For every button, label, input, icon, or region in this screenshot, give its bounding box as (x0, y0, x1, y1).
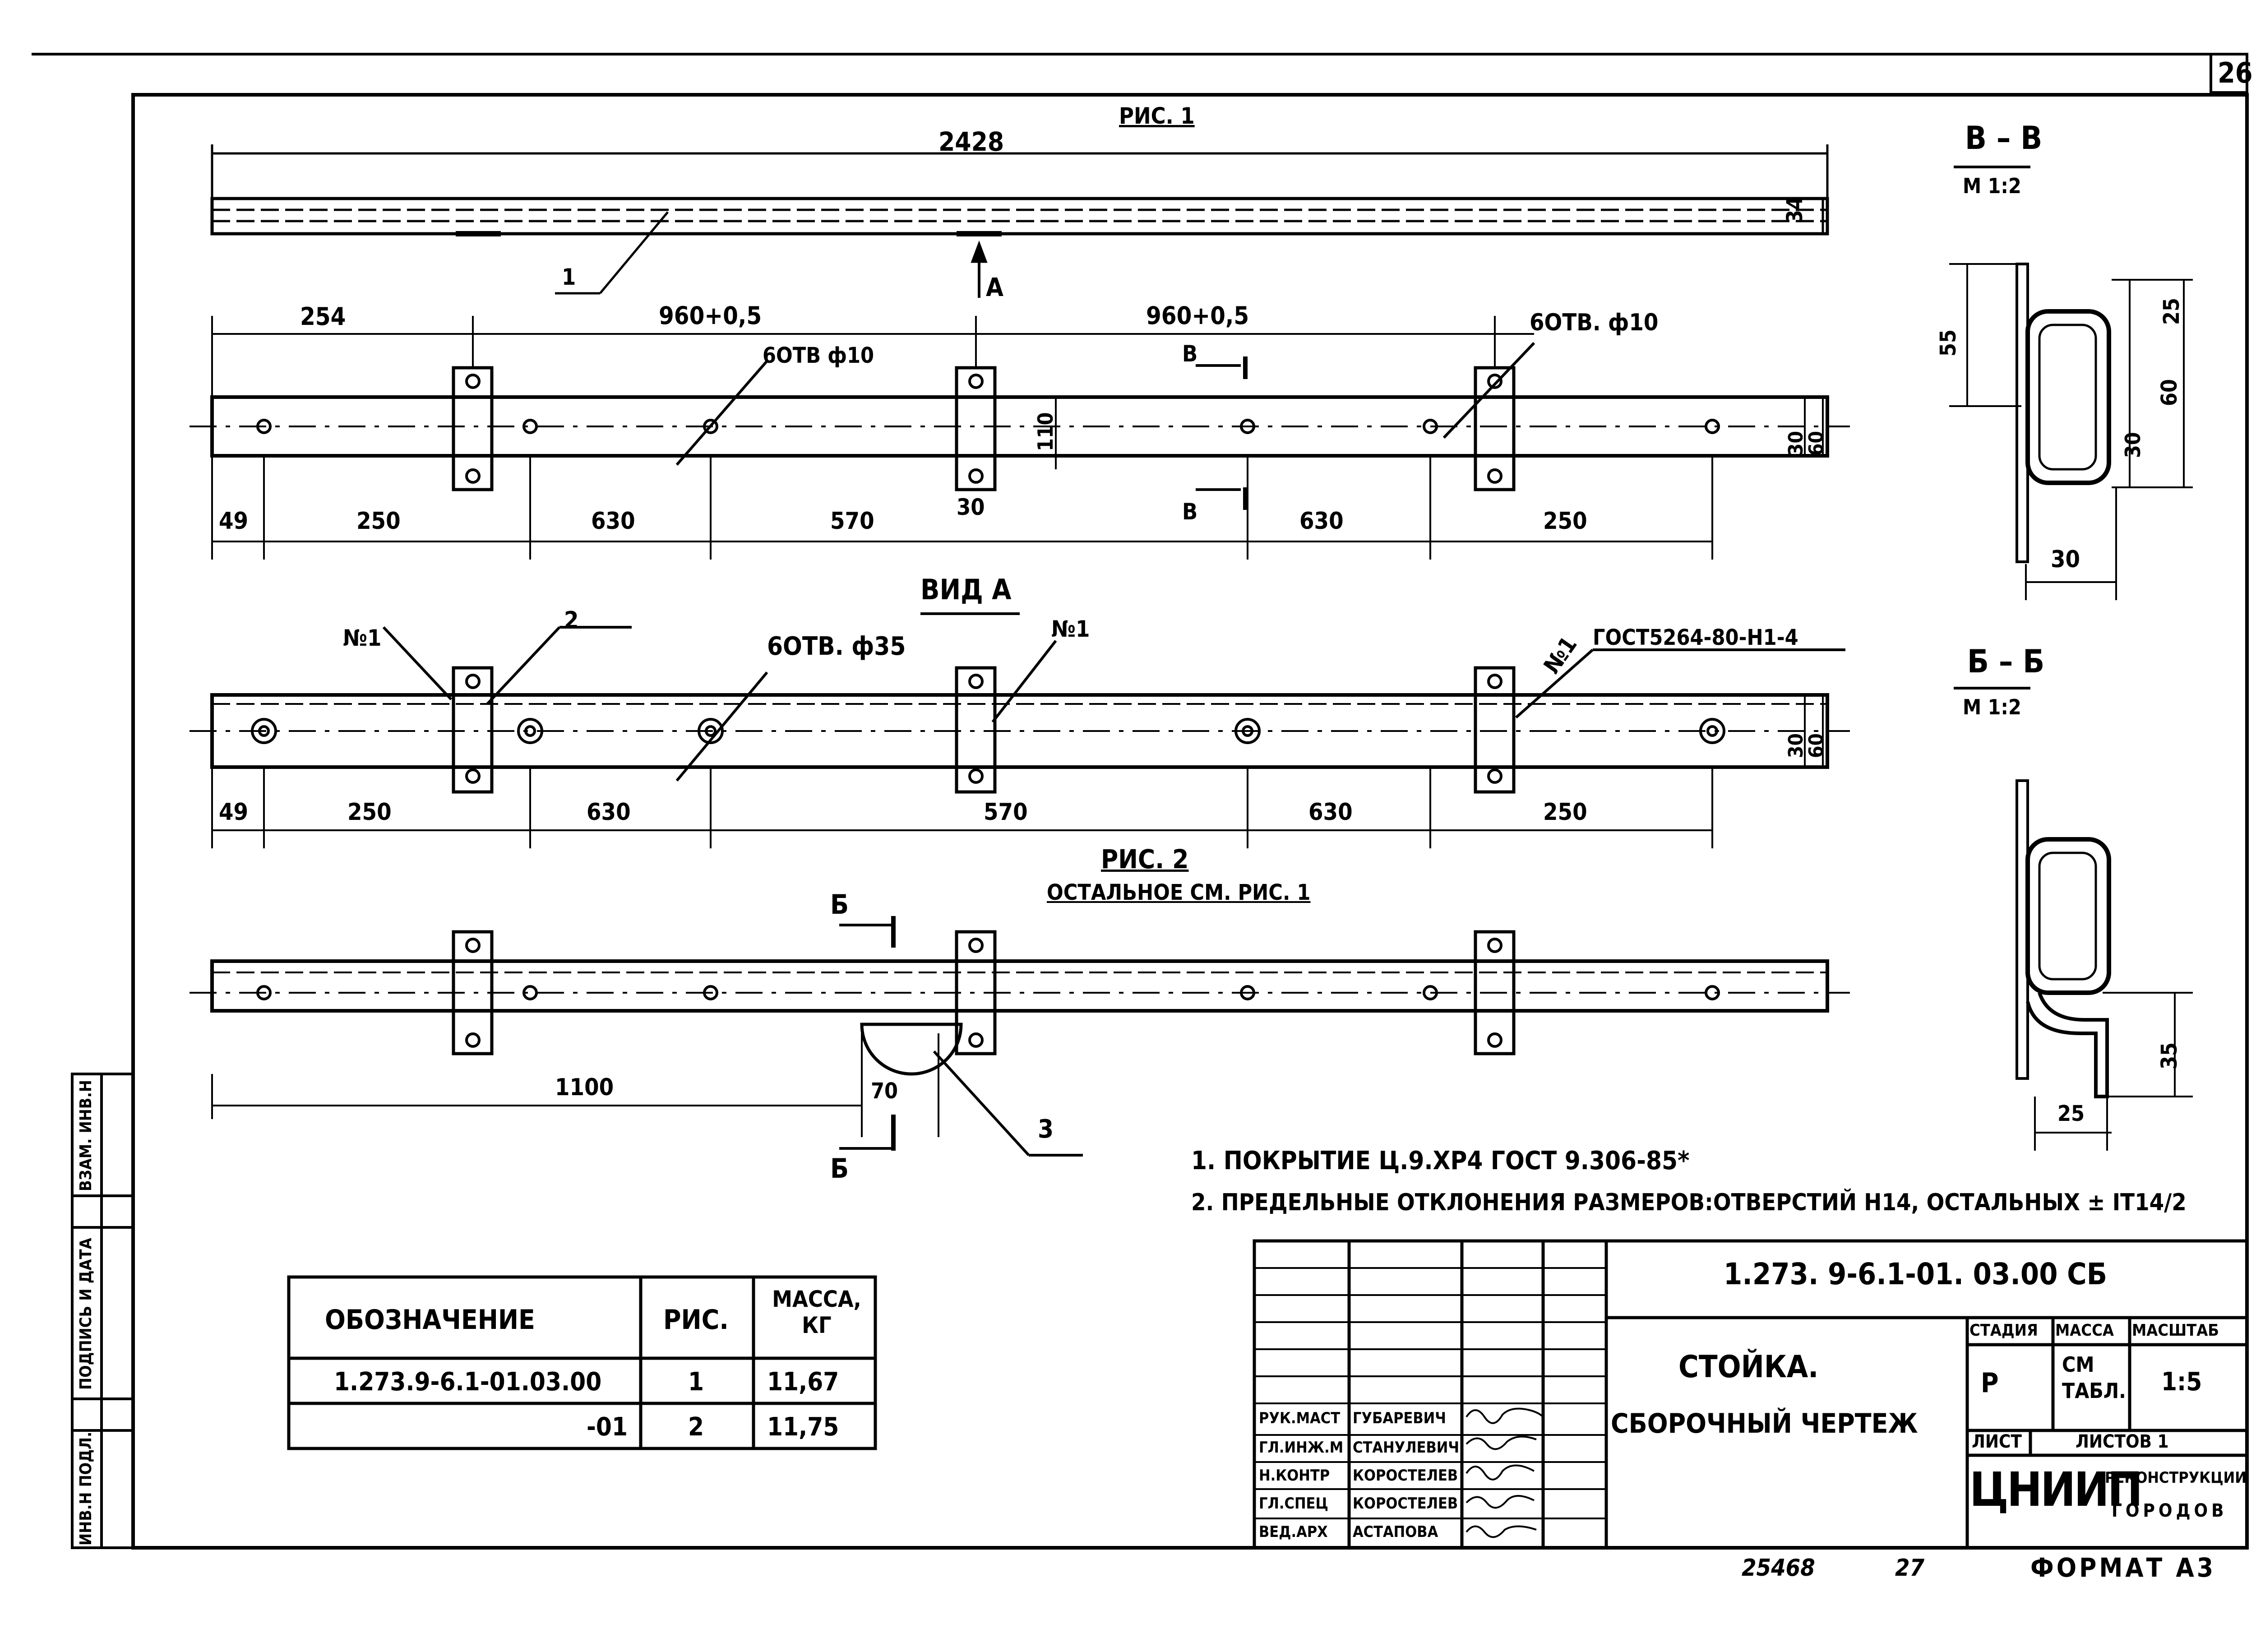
section-bb-title: Б – Б (1967, 643, 2045, 680)
figure2-title: РИС. 2 (1101, 844, 1189, 875)
fig1-dim-30-b: 30 (957, 494, 985, 520)
viewa-dim-630-b: 630 (1308, 799, 1353, 826)
section-vv-scale: М 1:2 (1963, 174, 2021, 198)
section-vv-title: В – В (1965, 120, 2043, 157)
spec-row2-fig: 2 (688, 1412, 704, 1442)
spec-header-fig: РИС. (663, 1304, 729, 1336)
bb-dim-25: 25 (2057, 1101, 2085, 1126)
org-logo: ЦНИИП (1969, 1462, 2143, 1517)
viewa-dim-250-a: 250 (347, 799, 392, 826)
callout-2: 2 (564, 607, 579, 634)
section-bb-mark-top: Б (830, 889, 849, 921)
sig-role-3: Н.КОНТР (1259, 1467, 1330, 1485)
note-2: 2. ПРЕДЕЛЬНЫЕ ОТКЛОНЕНИЯ РАЗМЕРОВ:ОТВЕРС… (1191, 1189, 2187, 1216)
figure1-overall-length: 2428 (938, 126, 1004, 157)
viewa-dim-49: 49 (219, 799, 249, 826)
figure2-subtitle: ОСТАЛЬНОЕ СМ. РИС. 1 (1047, 880, 1311, 905)
weld-mark-1: №1 (343, 625, 382, 651)
page-number: 26 (2218, 56, 2253, 89)
fig1-dim-250-a: 250 (356, 508, 401, 535)
sig-name-3: КОРОСТЕЛЕВ (1353, 1467, 1458, 1485)
spec-header-designation: ОБОЗНАЧЕНИЕ (325, 1304, 535, 1336)
figure2-width-dim: 70 (871, 1078, 898, 1104)
spec-row1-fig: 1 (688, 1367, 704, 1397)
holes-note-2: 6ОТВ. ф10 (1530, 309, 1659, 336)
callout-3: 3 (1038, 1115, 1054, 1144)
scale-value: 1:5 (2161, 1367, 2202, 1397)
viewa-dim-630-a: 630 (587, 799, 631, 826)
section-b-mark-top: В (1182, 341, 1198, 367)
scale-header: МАСШТАБ (2132, 1321, 2219, 1340)
vv-dim-25: 25 (2159, 297, 2184, 325)
format-label: ФОРМАТ А3 (2030, 1552, 2216, 1583)
view-a-mark: А (986, 273, 1003, 302)
vv-dim-30-v: 30 (2121, 432, 2145, 458)
signatures-scribbles (1465, 1407, 1544, 1538)
vv-dim-55: 55 (1936, 329, 1961, 356)
sig-name-5: АСТАПОВА (1353, 1523, 1438, 1541)
org-line-2: ГОРОДОВ (2112, 1500, 2228, 1521)
section-bb-scale: М 1:2 (1963, 695, 2021, 719)
section-bb-mark-bottom: Б (830, 1153, 849, 1185)
mass-value: СМ ТАБЛ. (2062, 1352, 2126, 1403)
viewa-dim-250-b: 250 (1543, 799, 1587, 826)
fig1-dim-60: 60 (1805, 430, 1828, 456)
sig-name-2: СТАНУЛЕВИЧ (1353, 1439, 1460, 1457)
fig1-dim-630-b: 630 (1299, 508, 1344, 535)
fig1-dim-30: 30 (1784, 430, 1808, 456)
spec-row1-mass: 11,67 (767, 1367, 839, 1397)
bottom-number-left: 25468 (1742, 1555, 1815, 1582)
sig-role-5: ВЕД.АРХ (1259, 1523, 1328, 1541)
sig-role-2: ГЛ.ИНЖ.М (1259, 1439, 1344, 1457)
sheet-label: ЛИСТ (1972, 1431, 2022, 1452)
holes-note-1: 6ОТВ ф10 (763, 343, 874, 368)
figure2-length-dim: 1100 (555, 1074, 614, 1101)
stamp-podpis: ПОДПИСЬ И ДАТА (77, 1238, 95, 1390)
vv-dim-60: 60 (2157, 379, 2182, 406)
spec-header-mass: МАССА, КГ (772, 1286, 861, 1338)
spec-row2-mass: 11,75 (767, 1412, 839, 1442)
holes-note-35: 6ОТВ. ф35 (767, 632, 906, 661)
dim-960-2: 960+0,5 (1146, 301, 1249, 330)
stage-value: Р (1981, 1367, 1999, 1399)
figure1-title: РИС. 1 (1119, 103, 1195, 129)
doc-code: 1.273. 9-6.1-01. 03.00 СБ (1724, 1257, 2107, 1291)
title-line-2: СБОРОЧНЫЙ ЧЕРТЕЖ (1611, 1408, 1918, 1439)
gost-weld-note: ГОСТ5264-80-Н1-4 (1593, 625, 1798, 650)
sheets-label: ЛИСТОВ 1 (2076, 1431, 2169, 1452)
view-a-title: ВИД А (920, 573, 1012, 606)
bb-dim-35: 35 (2157, 1042, 2182, 1069)
spec-row1-designation: 1.273.9-6.1-01.03.00 (334, 1367, 602, 1397)
org-line-1: РЕКОНСТРУКЦИИ (2105, 1469, 2247, 1487)
title-line-1: СТОЙКА. (1678, 1349, 1819, 1385)
sig-role-1: РУК.МАСТ (1259, 1409, 1341, 1427)
viewa-dim-570: 570 (984, 799, 1028, 826)
fig1-dim-630-a: 630 (591, 508, 635, 535)
sig-name-4: КОРОСТЕЛЕВ (1353, 1495, 1458, 1513)
weld-mark-2: №1 (1051, 616, 1090, 642)
view-a-dim-30: 30 (1784, 733, 1808, 758)
dim-960-1: 960+0,5 (659, 301, 762, 330)
mass-header: МАССА (2055, 1321, 2114, 1340)
fig1-dim-570: 570 (830, 508, 874, 535)
dim-254: 254 (300, 302, 346, 331)
figure1-height-dim: 34 (1782, 196, 1808, 223)
fig1-dim-49: 49 (219, 508, 249, 535)
sig-name-1: ГУБАРЕВИЧ (1353, 1409, 1447, 1427)
bottom-number-mid: 27 (1895, 1555, 1925, 1582)
dim-110: 110 (1033, 412, 1058, 451)
vv-dim-30-h: 30 (2051, 546, 2080, 573)
section-b-mark-bottom: В (1182, 499, 1198, 525)
spec-row2-designation: -01 (587, 1412, 628, 1442)
sig-role-4: ГЛ.СПЕЦ (1259, 1495, 1328, 1513)
callout-1: 1 (562, 264, 576, 290)
fig1-dim-250-b: 250 (1543, 508, 1587, 535)
view-a-dim-60: 60 (1805, 733, 1828, 758)
note-1: 1. ПОКРЫТИЕ Ц.9.ХР4 ГОСТ 9.306-85* (1191, 1146, 1690, 1175)
stage-header: СТАДИЯ (1969, 1321, 2038, 1340)
stamp-inv-podl: ИНВ.Н ПОДЛ. (77, 1431, 95, 1546)
stamp-vzam: ВЗАМ. ИНВ.Н (77, 1080, 95, 1191)
